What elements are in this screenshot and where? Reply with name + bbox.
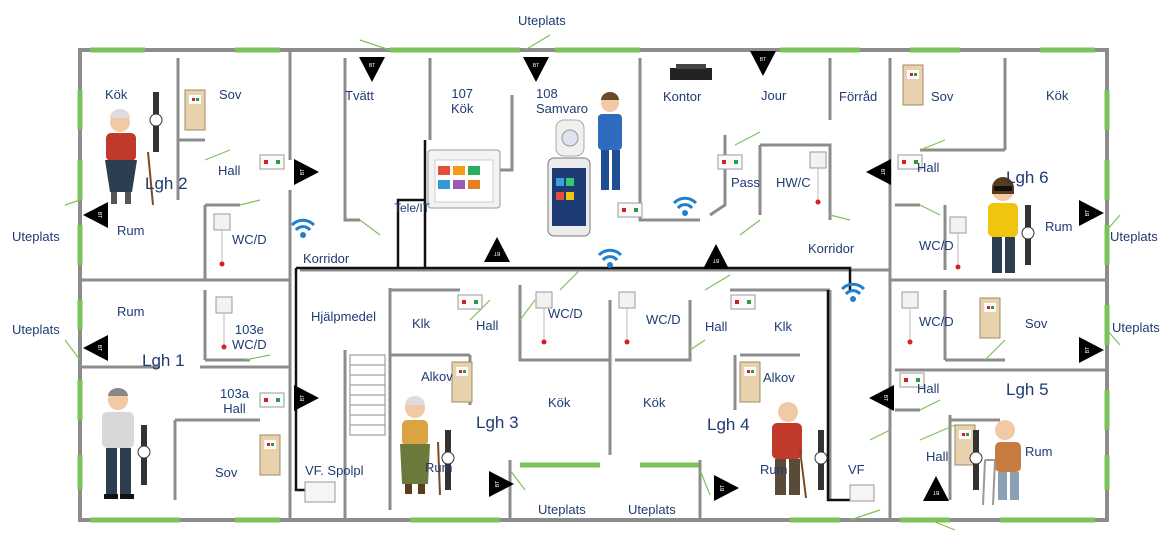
network-cable	[294, 140, 852, 502]
uteplats-left-upper-label: Uteplats	[12, 229, 60, 244]
lgh1-rum-label: Rum	[117, 304, 145, 319]
lgh2-wc-label: WC/D	[232, 232, 267, 247]
lgh3-klk-label: Klk	[412, 316, 431, 331]
uteplats-bottom-mid-label: Uteplats	[628, 502, 676, 517]
uteplats-left-lower-label: Uteplats	[12, 322, 60, 337]
resident-lgh5-figure	[982, 420, 1021, 506]
lgh5-wc-label: WC/D	[919, 314, 954, 329]
lgh3-wc-label: WC/D	[548, 306, 583, 321]
interior-walls	[80, 50, 1107, 520]
lgh5-hall-label-lower: Hall	[926, 449, 949, 464]
lgh6-name-label: Lgh 6	[1006, 168, 1049, 187]
samvaro108-label: 108 Samvaro	[536, 86, 589, 116]
sink-units	[304, 481, 875, 503]
resident-lgh1-figure	[102, 388, 134, 499]
lgh4-kok-label: Kök	[643, 395, 666, 410]
lgh2-name-label: Lgh 2	[145, 174, 188, 193]
lgh6-hall-label: Hall	[917, 160, 940, 175]
staff-figure	[598, 92, 622, 190]
uteplats-top-label: Uteplats	[518, 13, 566, 28]
lgh5-name-label: Lgh 5	[1006, 380, 1049, 399]
lgh1-name-label: Lgh 1	[142, 351, 185, 370]
lgh6-sov-label: Sov	[931, 89, 954, 104]
lgh2-hall-label: Hall	[218, 163, 241, 178]
smartphone-device	[547, 157, 591, 237]
lgh3-hall-label: Hall	[476, 318, 499, 333]
jour-label: Jour	[761, 88, 787, 103]
stairs	[349, 354, 386, 436]
hjalpmedel-label: Hjälpmedel	[311, 309, 377, 324]
lgh1-wc-label: 103e WC/D	[232, 322, 267, 352]
windows	[77, 47, 1110, 523]
uteplats-right-lower-label: Uteplats	[1112, 320, 1160, 335]
lgh2-rum-label: Rum	[117, 223, 145, 238]
resident-lgh4-figure	[772, 402, 807, 499]
kok107-label: 107 Kök	[451, 86, 474, 116]
lgh2-kok-label: Kök	[105, 87, 128, 102]
lgh4-klk-label: Klk	[774, 319, 793, 334]
wrist-watches	[137, 92, 1035, 490]
vf-label: VF	[848, 462, 865, 477]
spolpl-label: VF. Spolpl	[305, 463, 364, 478]
lgh1-sov-label: Sov	[215, 465, 238, 480]
lgh4-alkov-label: Alkov	[763, 370, 795, 385]
server-device	[670, 64, 712, 80]
alarm-button-device	[555, 119, 585, 157]
tele-label: Tele/IT	[394, 201, 431, 215]
lgh4-hall-label: Hall	[705, 319, 728, 334]
korridor-right-label: Korridor	[808, 241, 855, 256]
lgh5-rum-label: Rum	[1025, 444, 1053, 459]
resident-lgh3-figure	[400, 396, 441, 496]
korridor-left-label: Korridor	[303, 251, 350, 266]
lgh2-sov-label: Sov	[219, 87, 242, 102]
hwc-label: HW/C	[776, 175, 811, 190]
door-swings	[64, 34, 1121, 531]
uteplats-bottom-left-label: Uteplats	[538, 502, 586, 517]
control-panels	[259, 154, 925, 408]
lgh6-wc-label: WC/D	[919, 238, 954, 253]
lgh5-sov-label: Sov	[1025, 316, 1048, 331]
lgh6-kok-label: Kök	[1046, 88, 1069, 103]
uteplats-right-upper-label: Uteplats	[1110, 229, 1158, 244]
lgh4-wc-label: WC/D	[646, 312, 681, 327]
resident-lgh2-figure	[105, 109, 154, 206]
lgh3-rum-label: Rum	[425, 460, 453, 475]
lgh5-hall-label-upper: Hall	[917, 381, 940, 396]
lgh4-name-label: Lgh 4	[707, 415, 750, 434]
pass-label: Pass	[731, 175, 760, 190]
lgh4-rum-label: Rum	[760, 462, 788, 477]
kitchen-terminal-device	[427, 149, 501, 209]
lgh3-alkov-label: Alkov	[421, 369, 453, 384]
lgh6-rum-label: Rum	[1045, 219, 1073, 234]
tvatt-label: Tvätt	[345, 88, 374, 103]
lgh1-hall-label: 103a Hall	[220, 386, 249, 416]
forrad-label: Förråd	[839, 89, 878, 104]
lgh3-name-label: Lgh 3	[476, 413, 519, 432]
lgh3-kok-label: Kök	[548, 395, 571, 410]
outer-walls	[78, 48, 1109, 522]
resident-lgh6-figure	[988, 177, 1018, 273]
kontor-label: Kontor	[663, 89, 702, 104]
